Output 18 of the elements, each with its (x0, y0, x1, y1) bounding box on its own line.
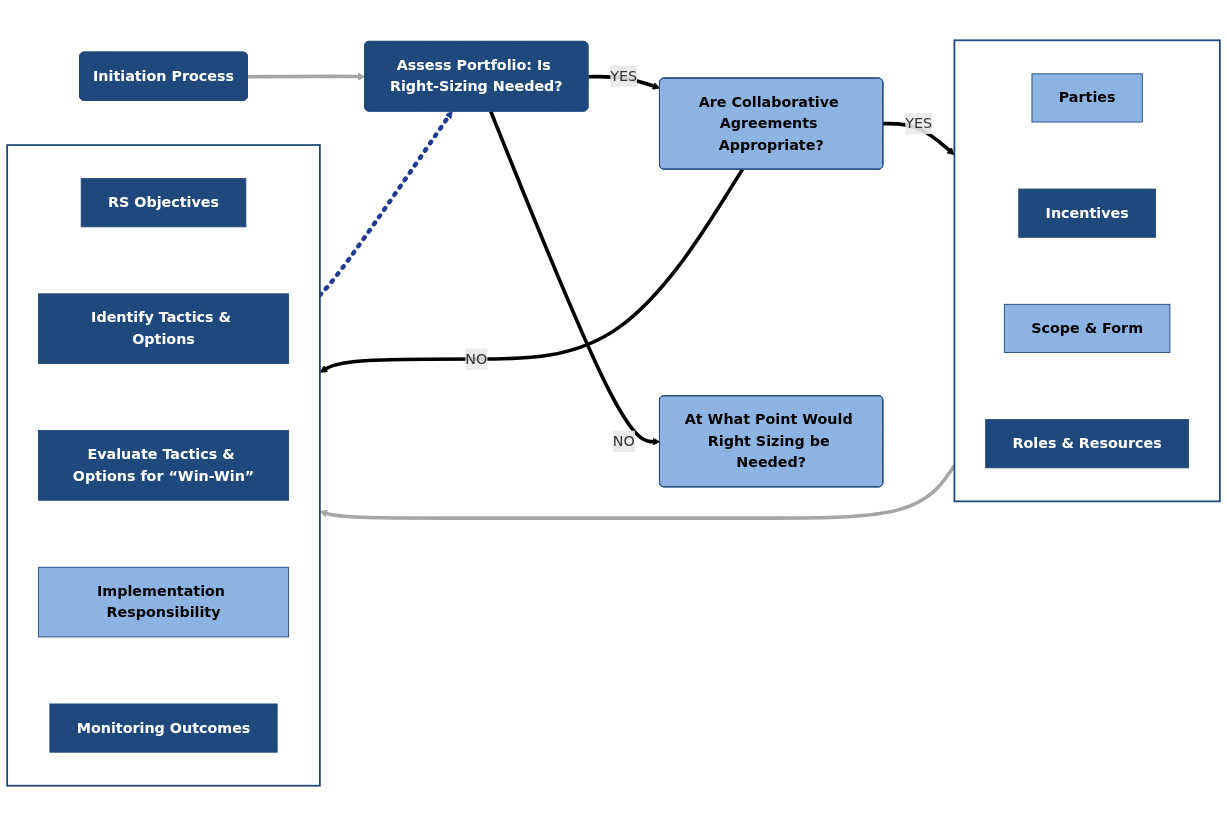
cluster (953, 39, 1221, 503)
node-box: Implementation Responsibility (37, 566, 290, 638)
node-box: Monitoring Outcomes (49, 703, 278, 753)
edge-label: YES (610, 67, 638, 85)
edge-label: YES (905, 114, 933, 132)
cluster (6, 144, 321, 787)
edge-label: NO (465, 350, 488, 368)
node-box: Evaluate Tactics & Options for “Win-Win” (37, 430, 290, 501)
arrow (489, 110, 661, 446)
node-box: RS Objectives (80, 178, 247, 228)
arrow (319, 168, 745, 373)
node-box: Incentives (1018, 188, 1156, 238)
node-box: Parties (1031, 73, 1143, 123)
node-box: Roles & Resources (985, 419, 1190, 469)
arrow (247, 72, 366, 81)
node-box: Scope & Form (1003, 303, 1171, 353)
edge-label: NO (612, 432, 635, 450)
node-box: Identify Tactics & Options (37, 293, 290, 364)
